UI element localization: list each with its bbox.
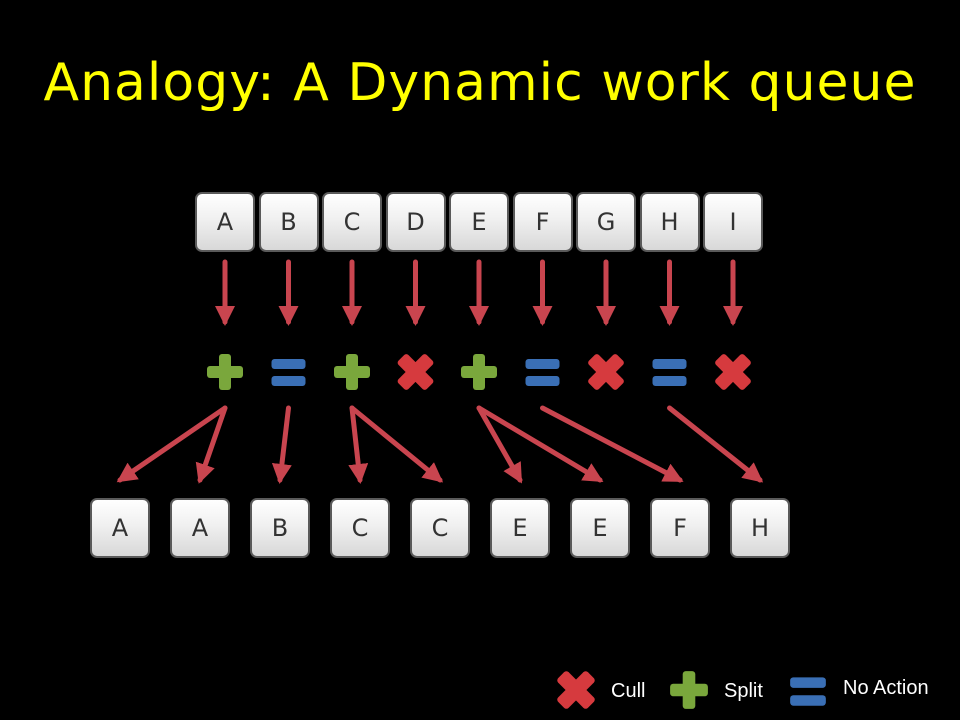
split-icon (334, 354, 370, 390)
slide-title: Analogy: A Dynamic work queue (43, 53, 917, 113)
top-queue-item-h: H (639, 192, 700, 252)
top-queue-item-c: C (322, 192, 382, 252)
link-arrow-7 (540, 405, 684, 483)
no-action-icon (652, 359, 687, 386)
legend-split-icon (670, 671, 708, 709)
cull-icon (715, 354, 751, 390)
top-queue-item-b: B (258, 192, 319, 252)
output-queue-item-f: F (650, 498, 710, 558)
output-queue-item-c: C (410, 498, 470, 558)
legend-cull-icon (557, 671, 595, 709)
output-queue-item-c: C (330, 498, 390, 558)
no-action-icon (271, 359, 306, 386)
link-arrow-3 (348, 405, 369, 484)
output-queue-item-e: E (490, 498, 550, 558)
output-queue-item-b: B (250, 498, 310, 558)
top-queue-item-i: I (703, 192, 763, 252)
link-arrow-1 (195, 405, 228, 484)
legend-no-action-label: No Action (843, 677, 929, 699)
cull-icon (588, 354, 624, 390)
no-action-icon (525, 359, 560, 386)
output-queue-item-h: H (730, 498, 790, 558)
legend-cull-label: Cull (611, 680, 646, 702)
cull-icon (397, 354, 434, 390)
legend-no-action-icon (790, 677, 826, 706)
top-queue-item-e: E (449, 192, 509, 252)
output-queue-item-a: A (170, 498, 230, 558)
link-arrow-8 (667, 405, 764, 483)
top-queue-item-f: F (512, 192, 573, 252)
top-queue-item-d: D (385, 192, 446, 252)
link-arrow-0 (116, 405, 228, 483)
link-arrow-4 (349, 405, 444, 483)
link-arrow-5 (476, 405, 523, 484)
split-icon (207, 354, 243, 390)
split-icon (461, 354, 497, 390)
output-queue-item-a: A (90, 498, 150, 558)
link-arrow-6 (476, 405, 604, 483)
top-queue-item-g: G (576, 192, 636, 252)
legend-split-label: Split (724, 680, 763, 702)
link-arrow-2 (271, 405, 292, 484)
top-queue-item-a: A (195, 192, 255, 252)
output-queue-item-e: E (570, 498, 630, 558)
